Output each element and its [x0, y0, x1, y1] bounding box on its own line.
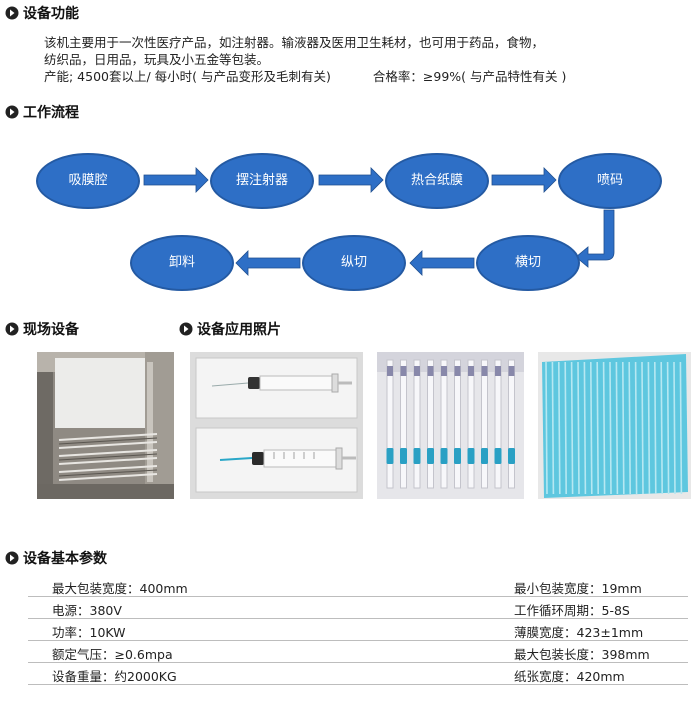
section-title: 设备应用照片	[197, 322, 281, 338]
film-ridge	[679, 361, 683, 495]
workflow-step: 卸料	[130, 235, 234, 291]
needle-item	[454, 359, 461, 489]
needle-item	[467, 359, 475, 489]
param-left: 设备重量：约2000KG	[52, 669, 177, 684]
param-left: 功率：10KW	[52, 625, 126, 640]
flow-arrow	[575, 209, 615, 268]
needle-item	[481, 359, 488, 489]
workflow-step: 横切	[476, 235, 580, 291]
arrow-circle-icon	[179, 322, 193, 336]
film-ridge	[596, 361, 599, 495]
param-right: 薄膜宽度：423±1mm	[514, 625, 644, 640]
param-left: 额定气压：≥0.6mpa	[52, 647, 173, 662]
sample-photo-syringes	[190, 352, 363, 499]
section-header-features: 设备功能	[5, 3, 79, 23]
workflow-step: 纵切	[302, 235, 406, 291]
section-title: 设备基本参数	[23, 551, 107, 567]
workflow-step: 吸膜腔	[36, 153, 140, 209]
film-ridge	[577, 361, 580, 495]
needle-item	[400, 359, 407, 489]
flow-arrow	[318, 167, 384, 193]
intro-text: 该机主要用于一次性医疗产品，如注射器。输液器及医用卫生耗材，也可用于药品，食物，…	[44, 34, 684, 85]
needle-item	[427, 359, 434, 489]
section-header-samples: 设备应用照片	[179, 319, 281, 339]
film-ridge	[666, 361, 670, 495]
arrow-circle-icon	[5, 105, 19, 119]
film-ridge	[570, 361, 574, 495]
pass-rate-text: 合格率：≥99%( 与产品特性有关 )	[372, 69, 567, 84]
needle-item	[386, 359, 394, 489]
section-title: 工作流程	[23, 105, 79, 121]
film-ridge	[634, 361, 638, 495]
param-right: 纸张宽度：420mm	[514, 669, 625, 684]
param-row: 电源：380V 工作循环周期：5-8S	[28, 597, 688, 619]
workflow-step: 热合纸膜	[385, 153, 489, 209]
param-right: 最大包装长度：398mm	[514, 647, 650, 662]
flow-arrow	[235, 250, 301, 276]
needle-item	[440, 359, 448, 489]
param-right: 最小包装宽度：19mm	[514, 581, 642, 596]
section-title: 现场设备	[23, 322, 79, 338]
film-ridge	[628, 361, 631, 495]
section-header-params: 设备基本参数	[5, 548, 107, 568]
params-table: 最大包装宽度：400mm 最小包装宽度：19mm 电源：380V 工作循环周期：…	[28, 575, 688, 685]
film-ridge	[583, 361, 587, 495]
param-row: 额定气压：≥0.6mpa 最大包装长度：398mm	[28, 641, 688, 663]
arrow-circle-icon	[5, 6, 19, 20]
equipment-photo	[37, 352, 174, 499]
section-header-workflow: 工作流程	[5, 102, 79, 122]
arrow-circle-icon	[5, 322, 19, 336]
film-ridge	[615, 361, 619, 495]
film-ridge	[551, 361, 555, 495]
flow-arrow	[409, 250, 475, 276]
param-row: 设备重量：约2000KG 纸张宽度：420mm	[28, 663, 688, 685]
param-row: 功率：10KW 薄膜宽度：423±1mm	[28, 619, 688, 641]
workflow-diagram: 吸膜腔 摆注射器 热合纸膜 喷码 横切 纵切 卸料	[0, 140, 700, 300]
film-ridge	[609, 361, 612, 495]
param-left: 最大包装宽度：400mm	[52, 581, 188, 596]
needle-item	[494, 359, 502, 489]
film-ridge	[647, 361, 651, 495]
needle-item	[413, 359, 421, 489]
film-ridge	[641, 361, 644, 495]
param-right: 工作循环周期：5-8S	[514, 603, 630, 618]
intro-line: 纺织品，日用品，玩具及小五金等包装。	[44, 52, 270, 67]
capacity-text: 产能; 4500套以上/ 每小时( 与产品变形及毛刺有关)	[44, 69, 331, 84]
flow-arrow	[491, 167, 557, 193]
sample-photo-film	[538, 352, 691, 499]
workflow-step: 摆注射器	[210, 153, 314, 209]
arrow-circle-icon	[5, 551, 19, 565]
flow-arrow	[143, 167, 209, 193]
sample-photo-needles	[377, 352, 524, 499]
intro-line: 该机主要用于一次性医疗产品，如注射器。输液器及医用卫生耗材，也可用于药品，食物，	[44, 35, 545, 50]
film-ridge	[673, 361, 676, 495]
section-title: 设备功能	[23, 6, 79, 22]
film-ridge	[622, 361, 625, 495]
film-ridge	[545, 361, 548, 495]
film-ridge	[602, 361, 606, 495]
film-ridge	[654, 361, 657, 495]
workflow-step: 喷码	[558, 153, 662, 209]
param-row: 最大包装宽度：400mm 最小包装宽度：19mm	[28, 575, 688, 597]
section-header-equipment: 现场设备	[5, 319, 79, 339]
param-left: 电源：380V	[52, 603, 122, 618]
film-ridge	[660, 361, 663, 495]
workflow-arrows	[143, 167, 615, 276]
film-ridge	[590, 361, 593, 495]
film-ridge	[558, 361, 561, 495]
needle-item	[508, 359, 515, 489]
film-ridge	[564, 361, 567, 495]
